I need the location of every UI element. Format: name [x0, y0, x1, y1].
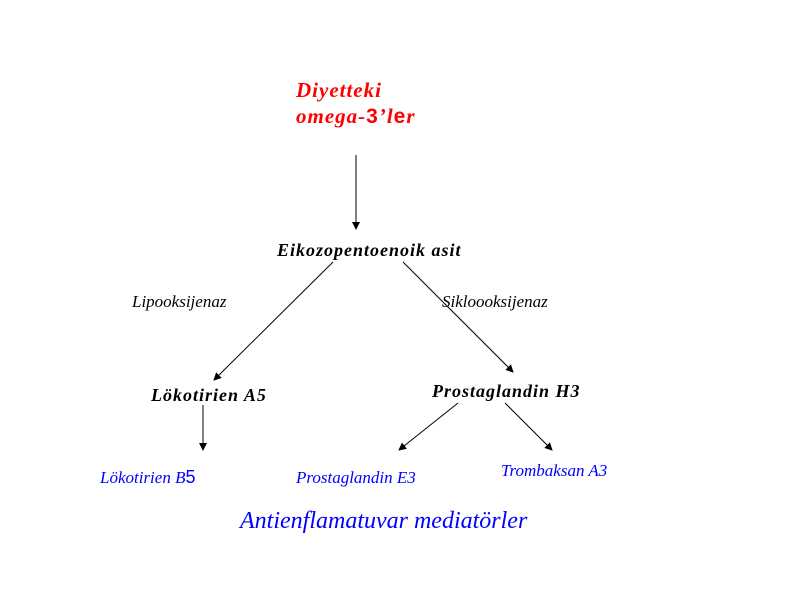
leukotriene-b5-text: Lökotirien B	[100, 468, 186, 487]
source-line-2-c: ’l	[378, 104, 394, 128]
source-line-2-b: 3	[366, 105, 379, 128]
source-line-2: omega-3’ler	[296, 103, 416, 130]
source-label: Diyetteki omega-3’ler	[296, 77, 416, 130]
arrow-epa-to-prostaglandin-h3	[402, 261, 514, 373]
enzyme-lipoxygenase: Lipooksijenaz	[132, 292, 227, 311]
epa-node: Eikozopentoenoik asit	[277, 240, 462, 260]
source-line-2-d: e	[393, 105, 407, 128]
leukotriene-b5-node: Lökotirien B5	[100, 467, 195, 488]
arrow-prostaglandin-h3-to-e3	[398, 402, 459, 451]
source-line-1: Diyetteki	[296, 78, 382, 102]
source-line-2-a: omega-	[296, 104, 367, 128]
arrow-epa-to-leukotriene-a5	[213, 261, 334, 381]
prostaglandin-e3-node: Prostaglandin E3	[296, 468, 416, 487]
enzyme-cyclooxygenase: Sikloooksijenaz	[442, 292, 548, 311]
source-line-2-e: r	[406, 104, 416, 128]
prostaglandin-h3-node: Prostaglandin H3	[432, 381, 581, 401]
leukotriene-b5-subscript: 5	[185, 467, 196, 487]
footer-label: Antienflamatuvar mediatörler	[240, 508, 528, 534]
arrow-prostaglandin-h3-to-thromboxane	[504, 402, 553, 451]
thromboxane-a3-node: Trombaksan A3	[501, 461, 608, 480]
leukotriene-a5-node: Lökotirien A5	[151, 385, 267, 405]
